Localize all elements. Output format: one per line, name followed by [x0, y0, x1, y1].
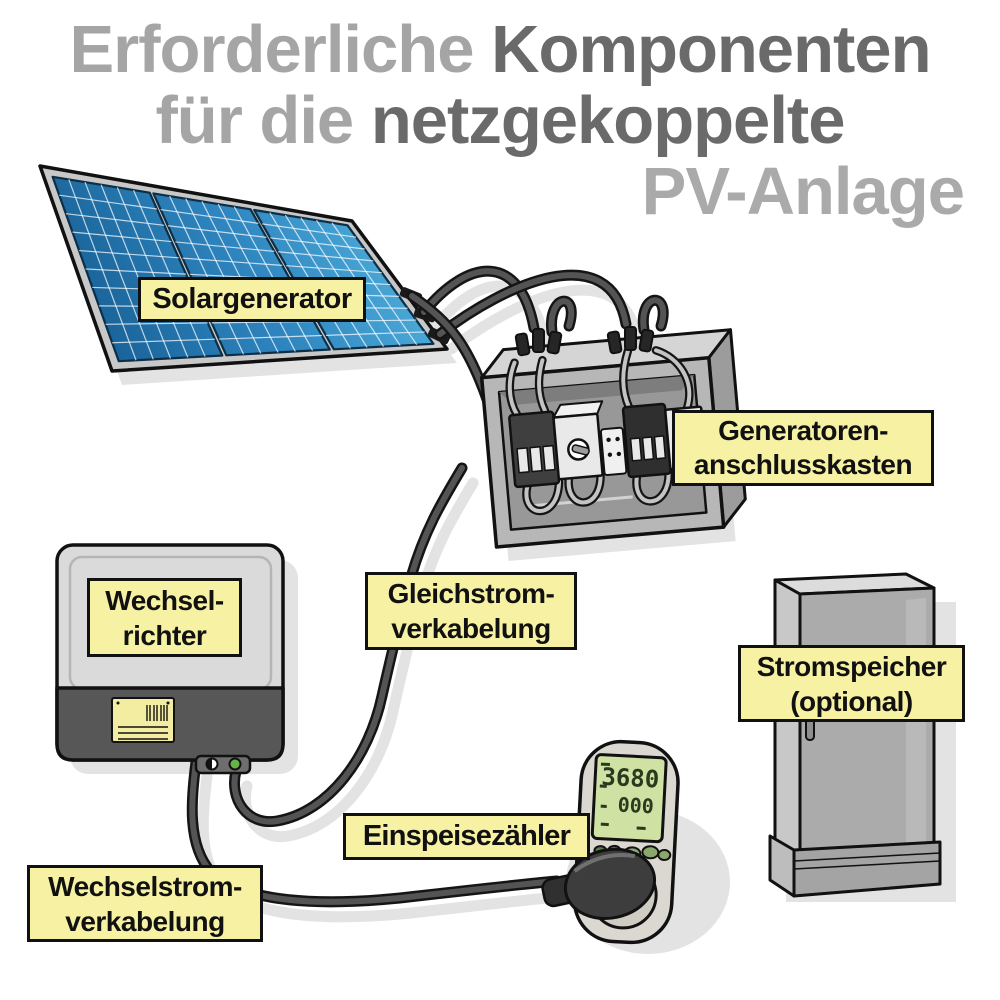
inverter-type-sticker: [111, 697, 175, 743]
inverter-label: Wechsel- richter: [87, 578, 242, 657]
ac-wiring-label-line2: verkabelung: [65, 905, 225, 937]
page-title: Erforderliche Komponenten für die netzge…: [0, 14, 1000, 227]
solar-generator-label: Solargenerator: [138, 277, 366, 322]
dc-wiring-label-line2: verkabelung: [391, 613, 551, 644]
title-word-fuer-die: für die: [155, 83, 354, 159]
inverter-label-line2: richter: [122, 619, 207, 651]
ac-wiring-label-line1: Wechselstrom-: [48, 870, 242, 902]
title-word-komponenten: Komponenten: [491, 12, 931, 87]
storage-label-line1: Stromspeicher: [756, 650, 947, 682]
ac-cable: [186, 756, 563, 908]
title-line-3: PV-Anlage: [0, 156, 1000, 227]
title-line-2: für die netzgekoppelte: [0, 85, 1000, 156]
ac-wiring-label: Wechselstrom- verkabelung: [27, 865, 263, 942]
junction-box-label: Generatoren- anschlusskasten: [672, 410, 934, 486]
power-plug: [541, 847, 657, 920]
feed-in-meter-label: Einspeisezähler: [343, 813, 590, 860]
junction-box-label-line1: Generatoren-: [718, 415, 888, 446]
dc-wiring-label: Gleichstrom- verkabelung: [365, 572, 577, 650]
storage-label: Stromspeicher (optional): [738, 645, 965, 722]
meter-display-row2: 000: [617, 793, 654, 819]
inverter-label-line1: Wechsel-: [105, 584, 224, 616]
dc-cable: [229, 462, 468, 828]
meter-lcd-screen: [590, 753, 668, 844]
title-word-erforderliche: Erforderliche: [69, 12, 474, 87]
meter-lcd-segments: [599, 762, 646, 831]
title-word-netzgekoppelte: netzgekoppelte: [370, 83, 846, 159]
meter-display-row1: 3680: [601, 763, 660, 794]
storage-label-line2: (optional): [790, 685, 913, 717]
solar-generator-label-text: Solargenerator: [152, 283, 352, 315]
inverter-status-led: [228, 757, 242, 771]
dc-wiring-label-line1: Gleichstrom-: [387, 578, 555, 609]
title-word-pv-anlage: PV-Anlage: [641, 154, 965, 230]
battery-cabinet-illustration: [768, 572, 942, 898]
junction-box-label-line2: anschlusskasten: [693, 449, 913, 480]
cable-glands: [514, 326, 655, 357]
feed-in-meter-label-text: Einspeisezähler: [362, 820, 571, 852]
title-line-1: Erforderliche Komponenten: [0, 14, 1000, 85]
